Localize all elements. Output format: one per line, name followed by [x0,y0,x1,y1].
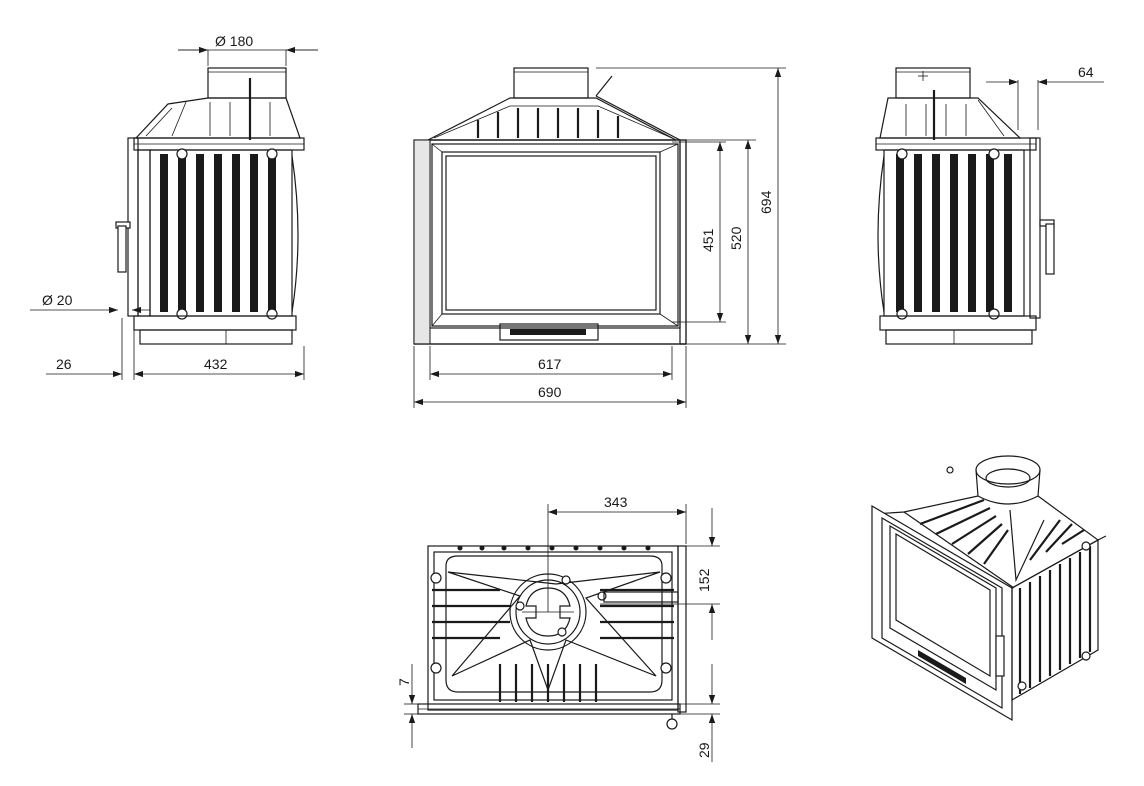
isometric-view [871,455,1107,722]
label-air-inlet: Ø 20 [42,292,73,308]
label-height-694: 694 [758,190,774,214]
label-offset-64: 64 [1078,64,1094,80]
dim-plan-7: 7 [396,664,418,748]
label-height-451: 451 [700,228,716,252]
cooling-ribs [160,154,276,312]
dim-plan-29: 29 [680,664,720,762]
label-plan-343: 343 [604,494,628,510]
dim-heights: 451 520 694 [596,67,786,345]
label-offset-26: 26 [56,356,72,372]
iso-hood-ribs [919,498,1085,565]
label-width-690: 690 [538,384,562,400]
hood-ribs [476,108,620,138]
label-width-617: 617 [538,356,562,372]
cooling-ribs-right [896,154,1012,312]
dim-plan-152: 152 [600,508,720,640]
dim-flue-diameter: Ø 180 [178,33,318,66]
label-depth-432: 432 [204,356,228,372]
label-plan-7: 7 [396,678,412,686]
plan-ribs [432,588,674,702]
side-view-right [875,67,1055,345]
dim-depth: 26 432 [46,318,305,380]
dim-widths: 617 690 [413,346,687,408]
front-view [413,67,687,345]
iso-side-ribs [1018,546,1092,694]
side-view-left [115,67,305,345]
top-bolt-row [457,545,651,551]
label-plan-152: 152 [696,568,712,592]
label-flue-diameter: Ø 180 [215,33,253,49]
dim-air-inlet: Ø 20 [30,292,150,314]
dim-plan-343: 343 [547,494,687,612]
top-view [417,545,687,730]
dim-offset-64: 64 [986,64,1104,130]
label-plan-29: 29 [696,742,712,758]
label-height-520: 520 [728,226,744,250]
